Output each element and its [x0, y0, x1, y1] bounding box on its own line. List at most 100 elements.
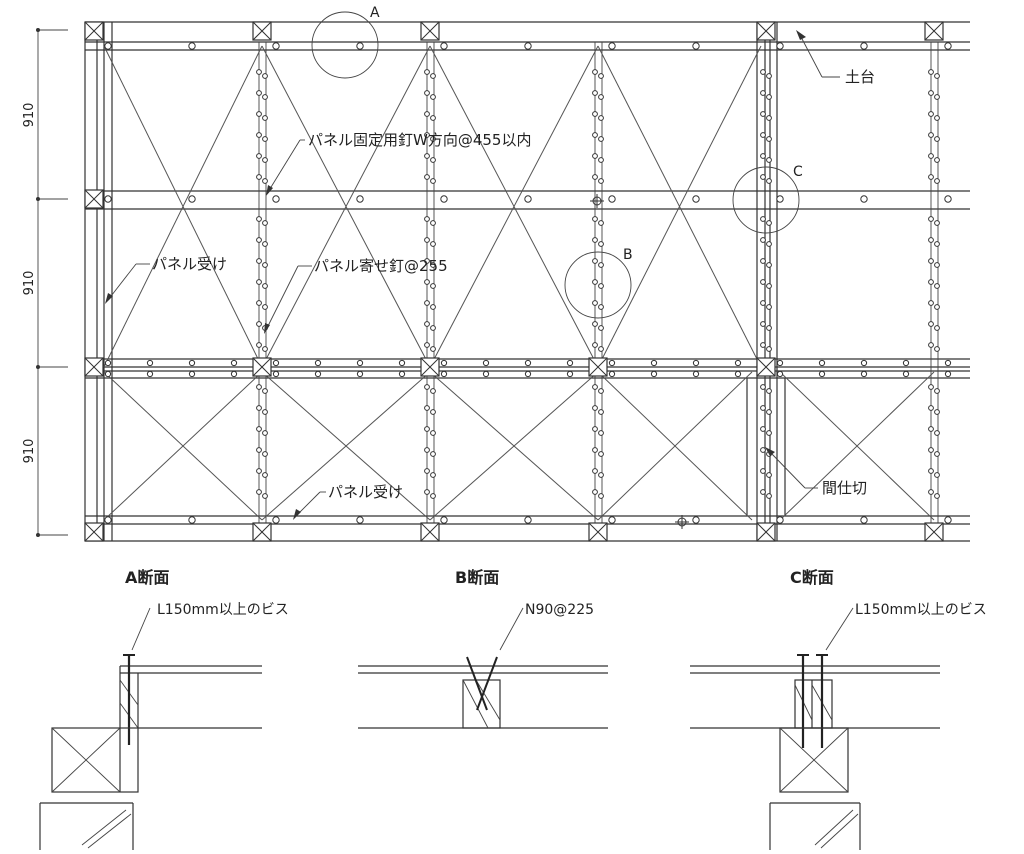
nail-mark — [760, 447, 766, 453]
nail-mark — [776, 359, 784, 367]
nail-mark — [256, 69, 262, 75]
nail-mark — [766, 409, 772, 415]
nail-mark — [760, 90, 766, 96]
nail-mark — [598, 157, 604, 163]
detail-circle-b — [564, 251, 632, 319]
nail-mark — [766, 157, 772, 163]
nail-mark — [776, 42, 784, 50]
nail-mark — [592, 468, 598, 474]
nail-mark — [262, 73, 268, 79]
nail-mark — [766, 472, 772, 478]
nail-mark — [262, 409, 268, 415]
post-box — [924, 21, 944, 41]
nail-mark — [188, 42, 196, 50]
nail-mark — [650, 359, 658, 367]
nail-mark — [262, 283, 268, 289]
section-c-note: L150mm以上のビス — [855, 602, 987, 618]
nail-mark — [928, 90, 934, 96]
nail-mark — [256, 447, 262, 453]
nail-mark — [860, 370, 868, 378]
section-a-title: A断面 — [125, 568, 169, 587]
nail-mark — [256, 468, 262, 474]
nail-mark — [256, 321, 262, 327]
nail-mark — [928, 69, 934, 75]
label-fixing-nail: パネル固定用釘W方向@455以内 — [308, 131, 531, 149]
dimension-label: 910 — [22, 439, 37, 464]
nail-mark — [430, 346, 436, 352]
nail-mark — [944, 195, 952, 203]
nail-mark — [760, 468, 766, 474]
callouts: 土台 パネル固定用釘W方向@455以内 パネル受け パネル寄せ釘@255 パネル… — [105, 30, 875, 520]
nail-mark — [818, 370, 826, 378]
nail-mark — [692, 42, 700, 50]
nail-mark — [934, 451, 940, 457]
post-box — [756, 357, 776, 377]
nail-mark — [934, 283, 940, 289]
nail-mark — [934, 136, 940, 142]
post-box — [420, 357, 440, 377]
nail-mark — [598, 346, 604, 352]
post-box — [420, 522, 440, 542]
nail-mark — [256, 90, 262, 96]
nail-mark — [256, 174, 262, 180]
nail-mark — [928, 300, 934, 306]
nail-mark — [598, 472, 604, 478]
nail-mark — [598, 136, 604, 142]
label-panel-receiver-1: パネル受け — [152, 255, 227, 273]
nail-mark — [766, 388, 772, 394]
nail-mark — [256, 216, 262, 222]
nail-mark — [430, 325, 436, 331]
nail-mark — [766, 94, 772, 100]
nail-mark — [760, 237, 766, 243]
nail-mark — [934, 346, 940, 352]
nail-mark — [592, 300, 598, 306]
nail-mark — [766, 220, 772, 226]
nail-mark — [944, 42, 952, 50]
post-box — [756, 21, 776, 41]
detail-circle-c — [732, 166, 800, 234]
nail-mark — [262, 472, 268, 478]
nail-mark — [598, 430, 604, 436]
nail-mark — [592, 216, 598, 222]
post-box — [252, 357, 272, 377]
nail-mark — [928, 447, 934, 453]
nail-mark — [272, 195, 280, 203]
nail-mark — [934, 157, 940, 163]
post-box — [420, 21, 440, 41]
nail-mark — [262, 115, 268, 121]
detail-circle-a — [311, 11, 379, 79]
nail-mark — [934, 388, 940, 394]
nail-mark — [608, 195, 616, 203]
post-box — [252, 522, 272, 542]
nail-mark — [934, 472, 940, 478]
nail-mark — [188, 195, 196, 203]
nail-mark — [314, 370, 322, 378]
nail-mark — [592, 258, 598, 264]
nail-mark — [944, 370, 952, 378]
post-box — [252, 21, 272, 41]
nail-mark — [934, 262, 940, 268]
section-c-detail — [690, 607, 940, 850]
nail-mark — [424, 384, 430, 390]
nail-mark — [424, 405, 430, 411]
nail-mark — [188, 516, 196, 524]
post-box — [756, 522, 776, 542]
nail-mark — [524, 42, 532, 50]
nail-mark — [928, 132, 934, 138]
section-a-detail — [39, 607, 262, 850]
nail-mark — [608, 516, 616, 524]
nail-mark — [356, 516, 364, 524]
nail-mark — [760, 405, 766, 411]
nail-mark — [760, 111, 766, 117]
nail-mark — [592, 69, 598, 75]
nail-mark — [262, 241, 268, 247]
nail-mark — [256, 279, 262, 285]
nail-mark — [430, 136, 436, 142]
nail-mark — [430, 262, 436, 268]
nail-mark — [608, 42, 616, 50]
nail-mark — [430, 220, 436, 226]
section-b-note: N90@225 — [525, 602, 594, 618]
nail-mark — [766, 262, 772, 268]
nail-mark — [424, 174, 430, 180]
nail-mark — [944, 359, 952, 367]
